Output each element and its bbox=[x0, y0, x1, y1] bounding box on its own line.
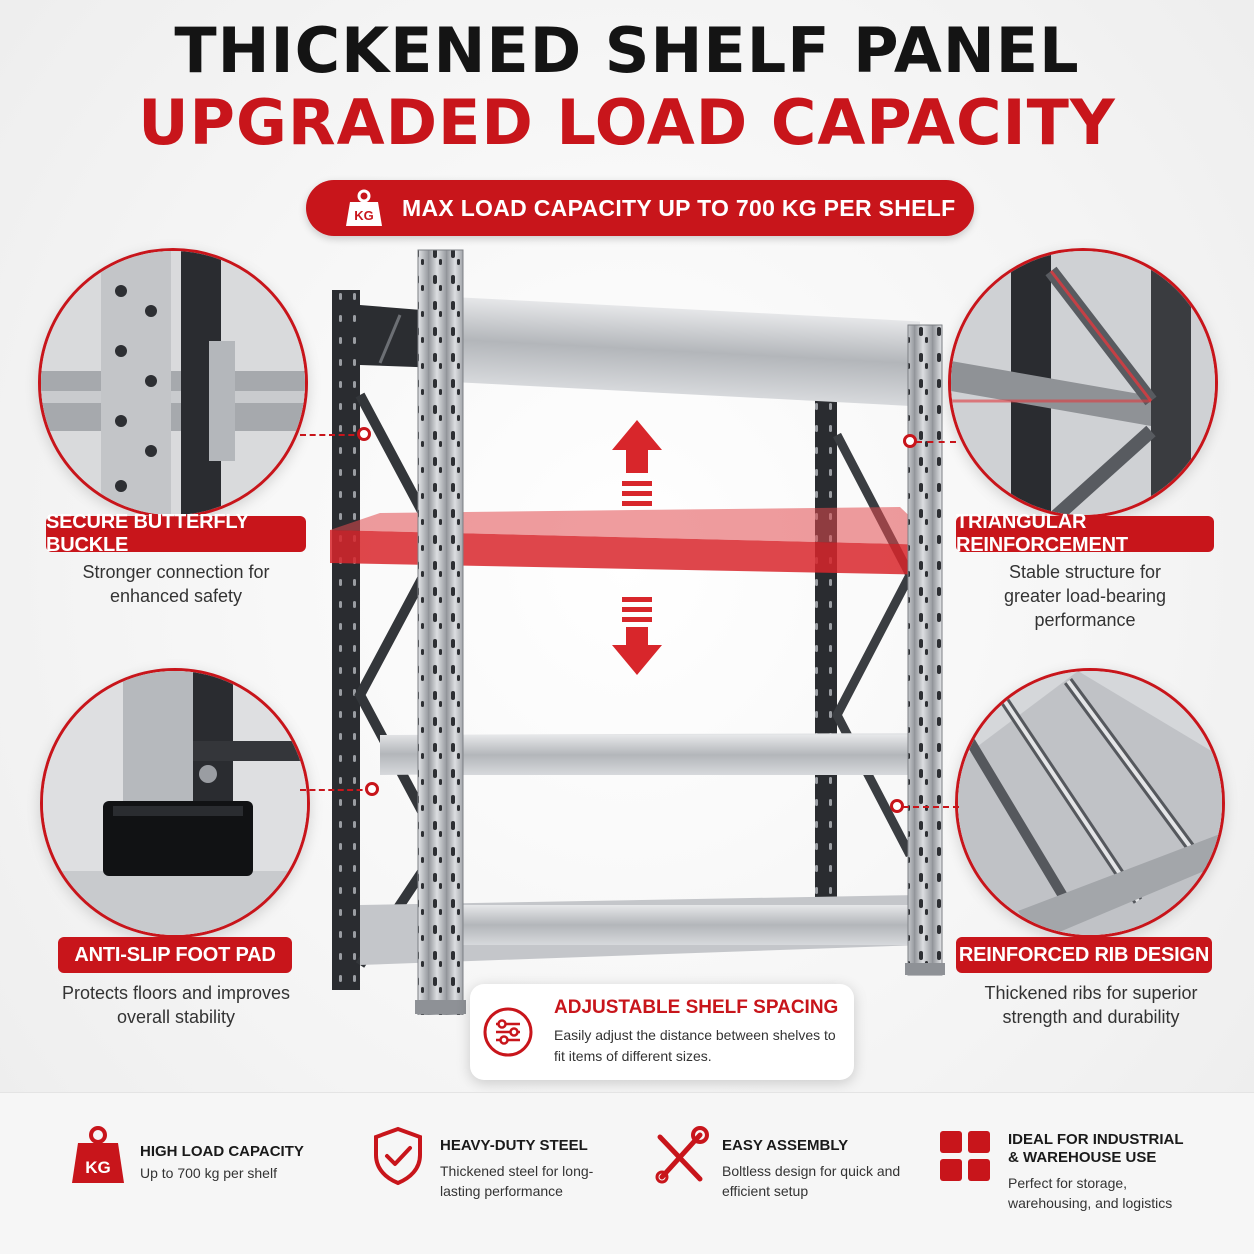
max-load-text: MAX LOAD CAPACITY UP TO 700 KG PER SHELF bbox=[402, 194, 956, 221]
bottom-kg-icon-text: KG bbox=[85, 1158, 111, 1177]
triangular-reinforcement-label: TRIANGULAR REINFORCEMENT bbox=[956, 511, 1214, 556]
headline-line-2: UPGRADED LOAD CAPACITY bbox=[138, 86, 1116, 159]
max-load-banner: KG MAX LOAD CAPACITY UP TO 700 KG PER SH… bbox=[306, 180, 974, 236]
footpad-marker-dot bbox=[365, 782, 379, 796]
foot-pad-closeup bbox=[40, 668, 310, 938]
rib-connector-line bbox=[903, 806, 959, 808]
bottom-feature-bar: KG HIGH LOAD CAPACITY Up to 700 kg per s… bbox=[0, 1092, 1254, 1254]
bottom-feature-title: HEAVY-DUTY STEEL bbox=[440, 1137, 588, 1154]
triangle-connector-line bbox=[916, 441, 956, 443]
triangular-reinforcement-closeup bbox=[948, 248, 1218, 518]
footpad-connector-line bbox=[300, 789, 372, 791]
triangular-reinforcement-desc: Stable structure for greater load-bearin… bbox=[1003, 562, 1167, 630]
bottom-feature-industrial: IDEAL FOR INDUSTRIAL & WAREHOUSE USE Per… bbox=[936, 1123, 1198, 1213]
grid-icon bbox=[936, 1123, 996, 1187]
triangle-marker-dot bbox=[903, 434, 917, 448]
bottom-feature-desc: Boltless design for quick and efficient … bbox=[722, 1163, 901, 1199]
sliders-icon bbox=[482, 1006, 534, 1058]
adjustable-spacing-desc: Easily adjust the distance between shelv… bbox=[554, 1027, 836, 1064]
tools-icon bbox=[650, 1123, 710, 1187]
kg-icon-text: KG bbox=[354, 208, 374, 223]
butterfly-buckle-desc: Stronger connection for enhanced safety bbox=[82, 562, 270, 606]
anti-slip-foot-pad-label: ANTI-SLIP FOOT PAD bbox=[58, 937, 292, 973]
bottom-feature-desc: Thickened steel for long-lasting perform… bbox=[440, 1163, 594, 1199]
bottom-feature-title: HIGH LOAD CAPACITY bbox=[140, 1143, 304, 1160]
bottom-feature-desc: Up to 700 kg per shelf bbox=[140, 1165, 277, 1181]
butterfly-connector-line bbox=[300, 434, 364, 436]
butterfly-marker-dot bbox=[357, 427, 371, 441]
reinforced-rib-label: REINFORCED RIB DESIGN bbox=[956, 937, 1212, 973]
bottom-feature-desc: Perfect for storage, warehousing, and lo… bbox=[1008, 1175, 1173, 1211]
kg-weight-icon: KG bbox=[342, 188, 386, 228]
bottom-feature-steel: HEAVY-DUTY STEEL Thickened steel for lon… bbox=[368, 1123, 620, 1201]
steel-shelving-unit bbox=[330, 249, 945, 1015]
headline-line-1: THICKENED SHELF PANEL bbox=[174, 14, 1080, 87]
anti-slip-foot-pad-desc: Protects floors and improves overall sta… bbox=[61, 983, 291, 1027]
shield-check-icon bbox=[368, 1123, 428, 1187]
bottom-feature-title: IDEAL FOR INDUSTRIAL & WAREHOUSE USE bbox=[1008, 1131, 1184, 1166]
bottom-feature-assembly: EASY ASSEMBLY Boltless design for quick … bbox=[650, 1123, 902, 1201]
reinforced-rib-closeup bbox=[955, 668, 1225, 938]
adjustable-spacing-callout: ADJUSTABLE SHELF SPACING Easily adjust t… bbox=[470, 984, 854, 1080]
kg-weight-icon: KG bbox=[68, 1123, 128, 1187]
bottom-feature-title: EASY ASSEMBLY bbox=[722, 1137, 849, 1154]
butterfly-buckle-closeup bbox=[38, 248, 308, 518]
adjustable-spacing-title: ADJUSTABLE SHELF SPACING bbox=[554, 997, 839, 1018]
butterfly-buckle-label: SECURE BUTTERFLY BUCKLE bbox=[46, 511, 306, 556]
bottom-feature-load: KG HIGH LOAD CAPACITY Up to 700 kg per s… bbox=[68, 1123, 304, 1187]
reinforced-rib-desc: Thickened ribs for superior strength and… bbox=[984, 983, 1198, 1027]
rib-marker-dot bbox=[890, 799, 904, 813]
